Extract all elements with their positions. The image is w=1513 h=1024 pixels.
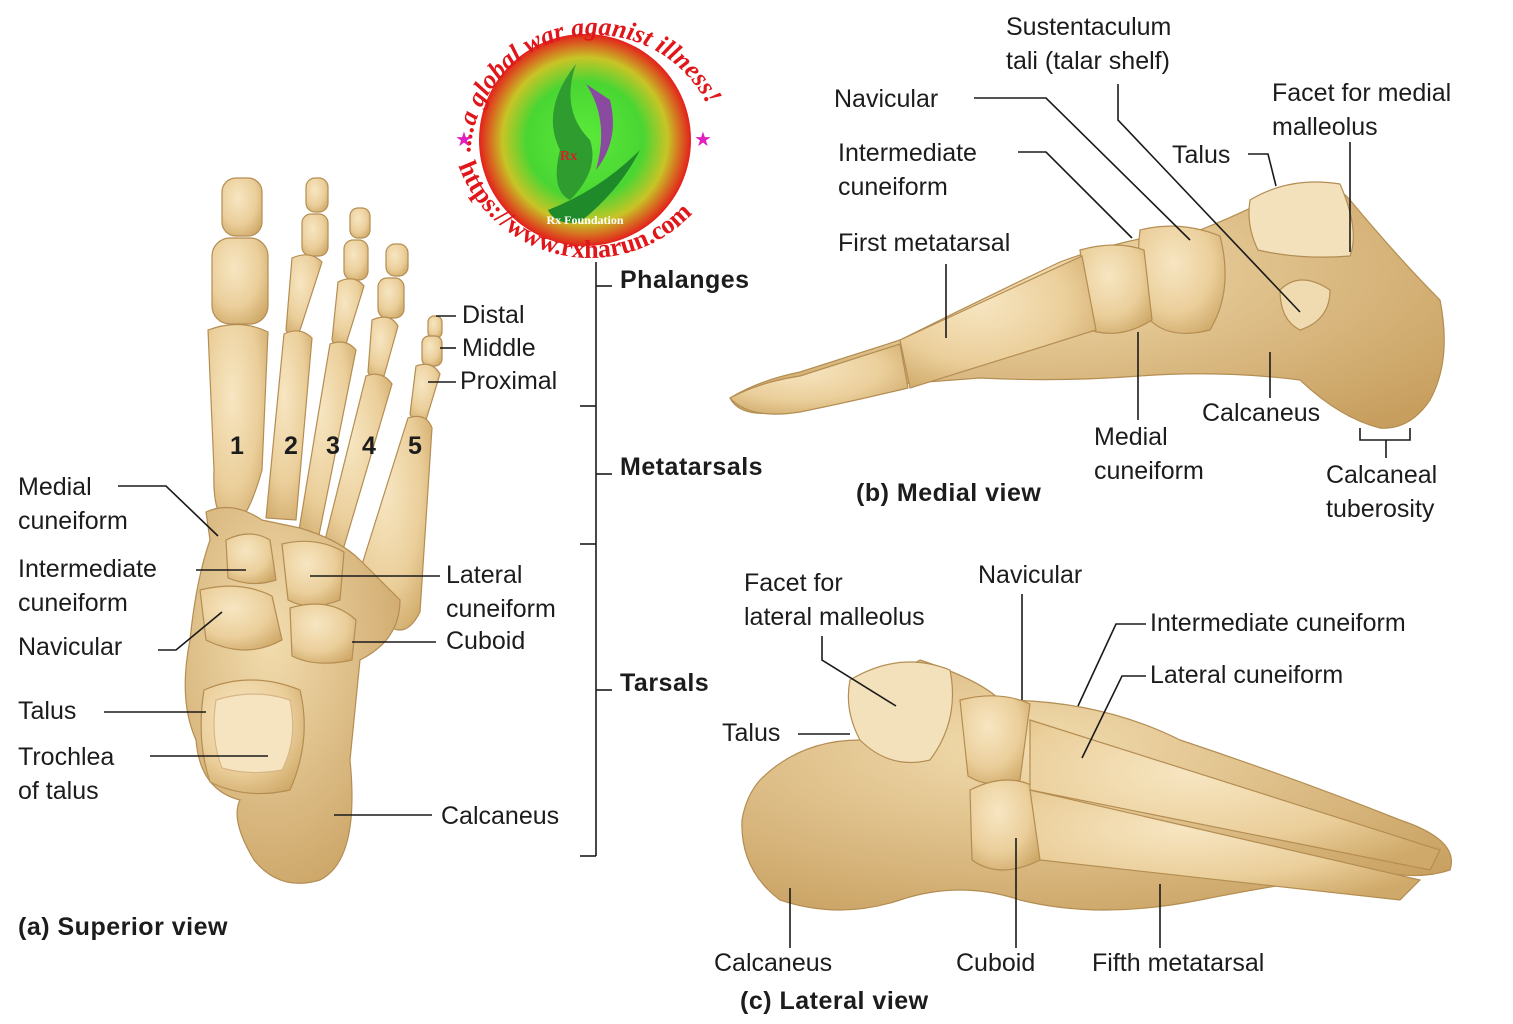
svg-text:Rx: Rx [560,149,577,164]
label-calcaneal-tuberosity: Calcaneal tuberosity [1326,458,1437,526]
label-navicular-c: Navicular [978,561,1083,589]
label-line: Facet for medial [1272,79,1452,107]
label-line: cuneiform [18,507,128,535]
label-cuboid-a: Cuboid [446,627,526,655]
label-sustentaculum-tali: Sustentaculum tali (talar shelf) [1006,10,1171,78]
toe-number-2: 2 [284,432,298,460]
label-medial-cuneiform-b: Medial cuneiform [1094,420,1204,488]
label-cuboid-c: Cuboid [956,949,1036,977]
label-trochlea-of-talus: Trochlea of talus [18,740,114,808]
label-line: cuneiform [18,589,128,617]
label-intermediate-cuneiform-b: Intermediate cuneiform [838,136,977,204]
label-line: tali (talar shelf) [1006,47,1170,75]
svg-text:★: ★ [455,129,473,151]
label-line: cuneiform [446,595,556,623]
label-intermediate-cuneiform-c: Intermediate cuneiform [1150,609,1406,637]
svg-text:Rx Foundation: Rx Foundation [546,213,623,227]
group-label-phalanges: Phalanges [620,266,750,294]
label-line: Medial [1094,423,1168,451]
toe-number-3: 3 [326,432,340,460]
rx-foundation-logo: Rx Rx Foundation ....a global war aganis… [447,12,727,264]
caption-superior-view: (a) Superior view [18,913,228,941]
svg-text:★: ★ [694,129,712,151]
label-line: Calcaneal [1326,461,1438,489]
label-line: tuberosity [1326,495,1435,523]
toe-number-4: 4 [362,432,376,460]
label-line: Intermediate [838,139,977,167]
label-distal: Distal [462,301,525,329]
label-line: Sustentaculum [1006,13,1172,41]
label-calcaneus-c: Calcaneus [714,949,833,977]
label-proximal: Proximal [460,367,558,395]
caption-lateral-view: (c) Lateral view [740,987,929,1015]
group-label-tarsals: Tarsals [620,669,710,697]
label-line: Medial [18,473,92,501]
label-facet-lateral-malleolus: Facet for lateral malleolus [744,566,925,634]
label-navicular-a: Navicular [18,633,123,661]
label-navicular-b: Navicular [834,85,939,113]
label-lateral-cuneiform-a: Lateral cuneiform [446,558,556,626]
group-label-metatarsals: Metatarsals [620,453,764,481]
lateral-view-foot [741,659,1452,911]
label-calcaneus-a: Calcaneus [441,802,560,830]
label-line: Intermediate [18,555,157,583]
toe-number-1: 1 [230,432,244,460]
label-talus-a: Talus [18,697,77,725]
medial-view-foot [729,181,1445,429]
label-intermediate-cuneiform-a: Intermediate cuneiform [18,552,157,620]
label-line: Facet for [744,569,843,597]
superior-view-foot [184,177,443,884]
label-line: cuneiform [1094,457,1204,485]
label-medial-cuneiform-a: Medial cuneiform [18,470,128,538]
label-line: cuneiform [838,173,948,201]
leader-lines [104,84,1411,948]
label-lateral-cuneiform-c: Lateral cuneiform [1150,661,1344,689]
label-first-metatarsal: First metatarsal [838,229,1011,257]
label-line: of talus [18,777,99,805]
label-line: lateral malleolus [744,603,925,631]
label-line: malleolus [1272,113,1378,141]
label-talus-b: Talus [1172,141,1231,169]
caption-medial-view: (b) Medial view [856,479,1042,507]
label-facet-medial-malleolus: Facet for medial malleolus [1272,76,1451,144]
toe-number-5: 5 [408,432,422,460]
label-talus-c: Talus [722,719,781,747]
label-line: Trochlea [18,743,115,771]
label-line: Lateral [446,561,523,589]
label-middle: Middle [462,334,536,362]
label-fifth-metatarsal: Fifth metatarsal [1092,949,1265,977]
label-calcaneus-b: Calcaneus [1202,399,1321,427]
